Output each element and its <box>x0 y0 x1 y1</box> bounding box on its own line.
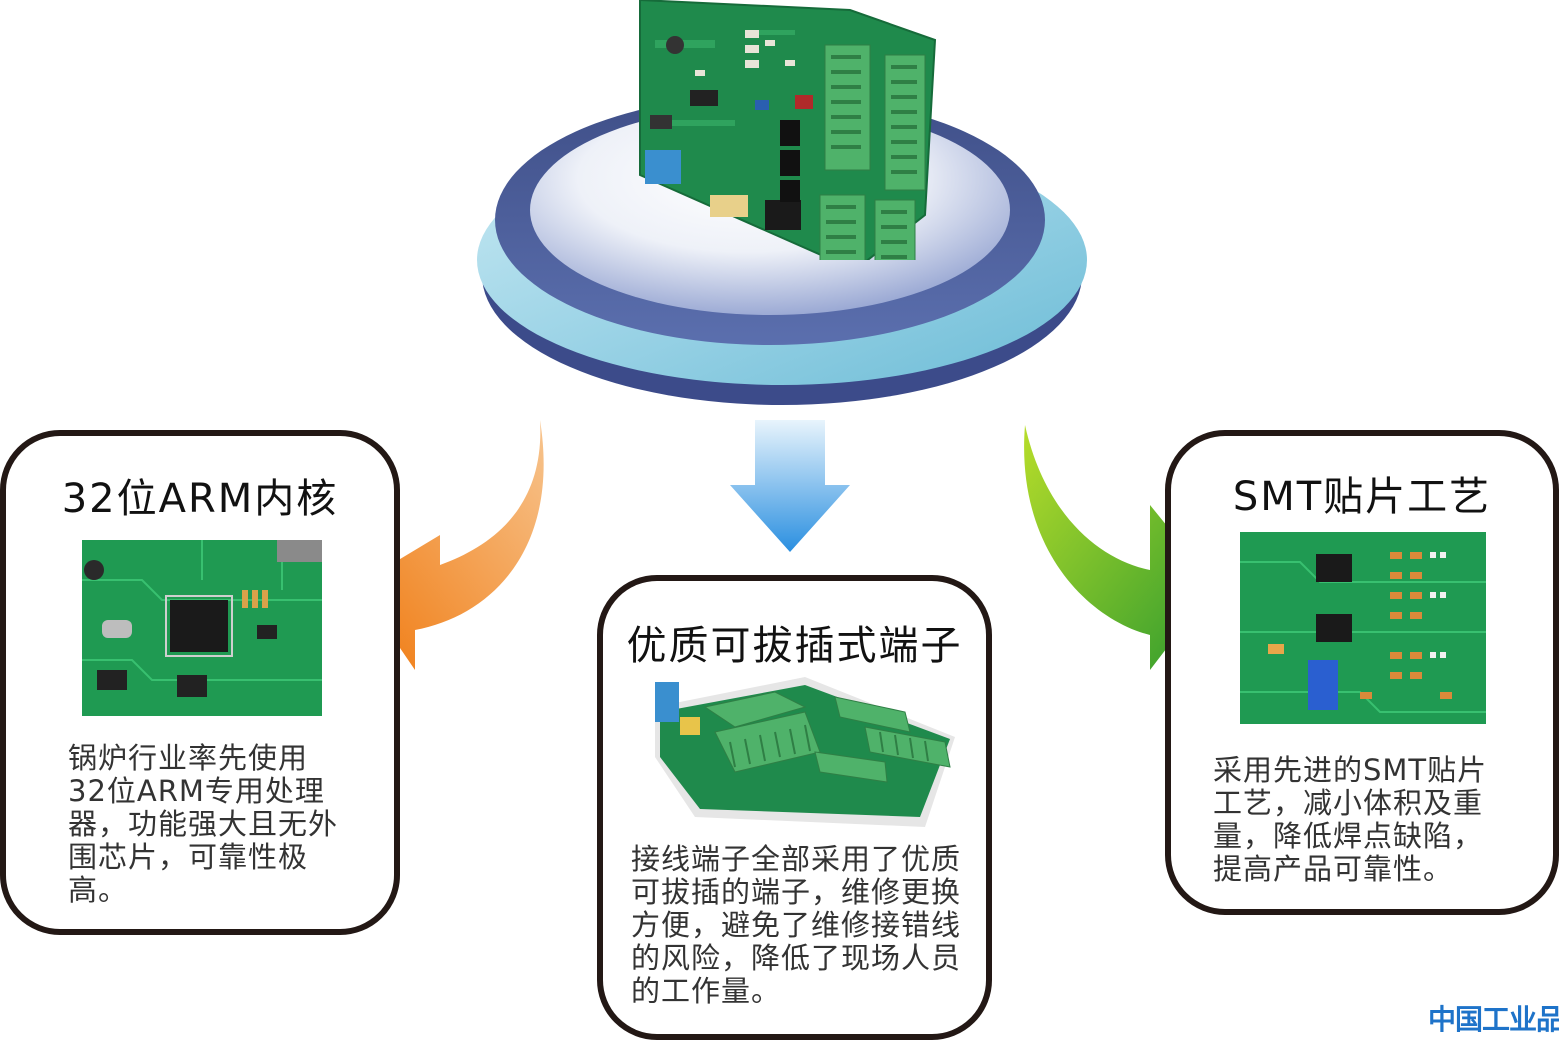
terminal-block-photo <box>655 677 955 827</box>
card-text-line: 锅炉行业率先使用 <box>68 741 309 775</box>
card-text-line: 围芯片，可靠性极 <box>68 840 309 874</box>
card-text-line: 32位ARM专用处理 <box>68 774 325 808</box>
card-text-line: 采用先进的SMT贴片 <box>1213 753 1488 787</box>
card-title-terminal: 优质可拔插式端子 <box>626 623 963 669</box>
feature-card-smt: SMT贴片工艺 采用先进的SMT贴片 工艺，减小体积及重 量，降低焊点缺陷， <box>1165 430 1559 915</box>
feature-card-arm: 32位ARM内核 锅炉行业率先使用 32位ARM专用处理 器，功能强大且无外 围… <box>0 430 400 935</box>
card-title-smt: SMT贴片工艺 <box>1232 474 1492 520</box>
card-text-line: 的风险，降低了现场人员 <box>631 941 962 975</box>
card-title-arm: 32位ARM内核 <box>61 476 339 522</box>
feature-card-terminal: 优质可拔插式端子 接线端子全部采用了优质 可拔插的端子，维修更换 方便，避免了维… <box>597 575 992 1040</box>
card-text-line: 接线端子全部采用了优质 <box>631 842 962 876</box>
card-text-terminal: 接线端子全部采用了优质 可拔插的端子，维修更换 方便，避免了维修接错线 的风险，… <box>631 843 961 1008</box>
smt-board-photo <box>1240 532 1486 724</box>
arrow-down-icon <box>730 420 850 552</box>
card-text-line: 器，功能强大且无外 <box>68 807 339 841</box>
watermark-logo: 中国工业品网 <box>1428 1003 1559 1036</box>
card-text-smt: 采用先进的SMT贴片 工艺，减小体积及重 量，降低焊点缺陷， 提高产品可靠性。 <box>1213 754 1487 886</box>
card-text-line: 方便，避免了维修接错线 <box>631 908 962 942</box>
card-text-line: 工艺，减小体积及重 <box>1213 786 1484 820</box>
arrow-left-icon <box>357 420 544 670</box>
card-text-line: 高。 <box>68 873 129 907</box>
arm-chip-photo <box>82 540 322 716</box>
card-text-line: 可拔插的端子，维修更换 <box>631 875 962 909</box>
card-text-line: 量，降低焊点缺陷， <box>1213 819 1484 853</box>
card-text-line: 提高产品可靠性。 <box>1213 852 1454 886</box>
controller-board-photo <box>639 0 937 260</box>
card-text-line: 的工作量。 <box>631 974 782 1008</box>
card-text-arm: 锅炉行业率先使用 32位ARM专用处理 器，功能强大且无外 围芯片，可靠性极 高… <box>68 742 338 907</box>
